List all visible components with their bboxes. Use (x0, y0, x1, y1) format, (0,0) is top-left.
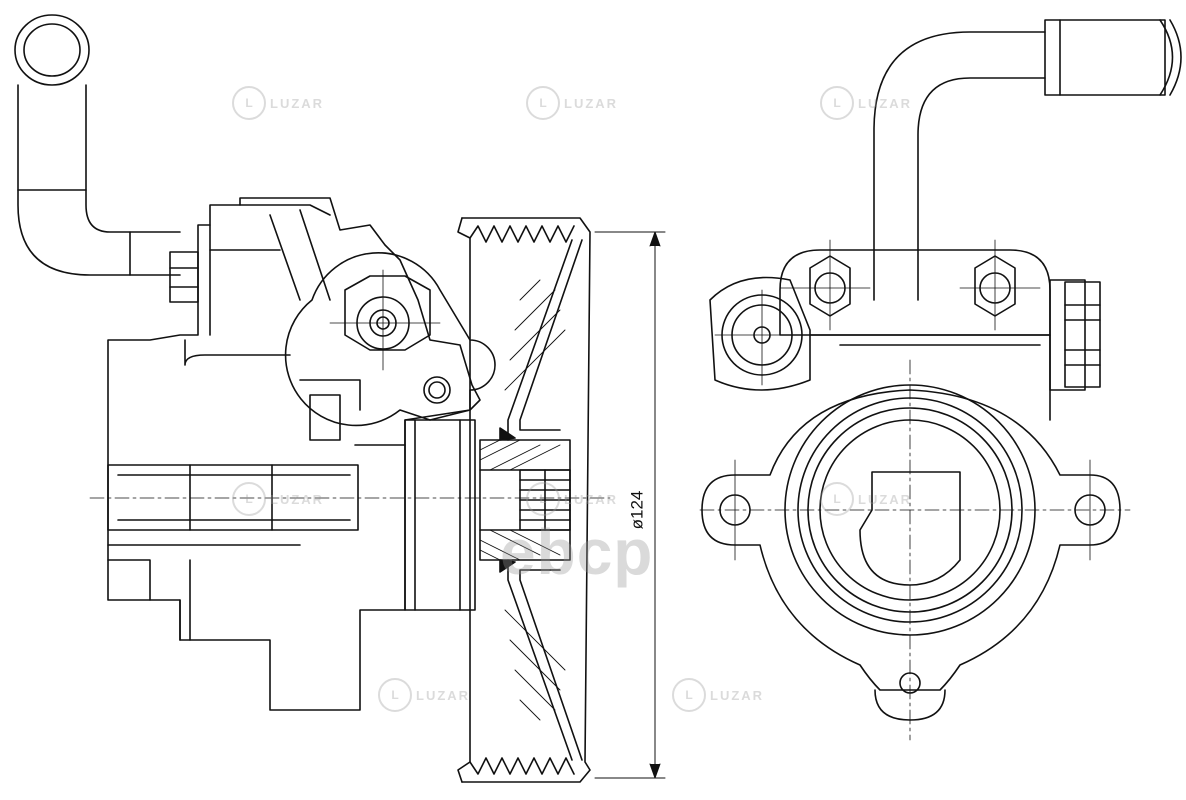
watermark-logo-icon: L (232, 482, 266, 516)
watermark-logo-icon: L (820, 482, 854, 516)
front-side-fitting (1049, 279, 1101, 391)
watermark-2: L LUZAR (526, 86, 618, 120)
watermark-logo-icon: L (820, 86, 854, 120)
pulley-ribs-top (469, 225, 575, 243)
watermark-logo-icon: L (378, 678, 412, 712)
watermark-logo-icon: L (232, 86, 266, 120)
side-flange (404, 419, 476, 611)
side-view-body (107, 197, 481, 711)
side-view-hose (14, 14, 181, 276)
watermark-4: L LUZAR (232, 482, 324, 516)
pulley (457, 217, 591, 783)
front-port-boss (709, 276, 811, 391)
front-mount-flange (701, 389, 1121, 691)
watermark-logo-icon: L (526, 86, 560, 120)
pulley-ribs-bottom (469, 757, 575, 775)
side-view (14, 14, 611, 711)
front-view-hose (873, 19, 1182, 301)
side-shaft-housing (107, 464, 359, 531)
dimension-diameter (594, 231, 666, 779)
watermark-3: L LUZAR (820, 86, 912, 120)
overlay-logo: ebcp (500, 516, 654, 588)
watermark-8: L LUZAR (672, 678, 764, 712)
watermark-logo-icon: L (526, 482, 560, 516)
watermark-1: L LUZAR (232, 86, 324, 120)
watermark-5: L LUZAR (526, 482, 618, 516)
side-hose-nut (169, 251, 199, 303)
front-view (699, 19, 1182, 741)
watermark-7: L LUZAR (378, 678, 470, 712)
dimension-label: ø124 (627, 490, 647, 530)
side-pressure-port (284, 252, 496, 427)
watermark-6: L LUZAR (820, 482, 912, 516)
watermark-logo-icon: L (672, 678, 706, 712)
